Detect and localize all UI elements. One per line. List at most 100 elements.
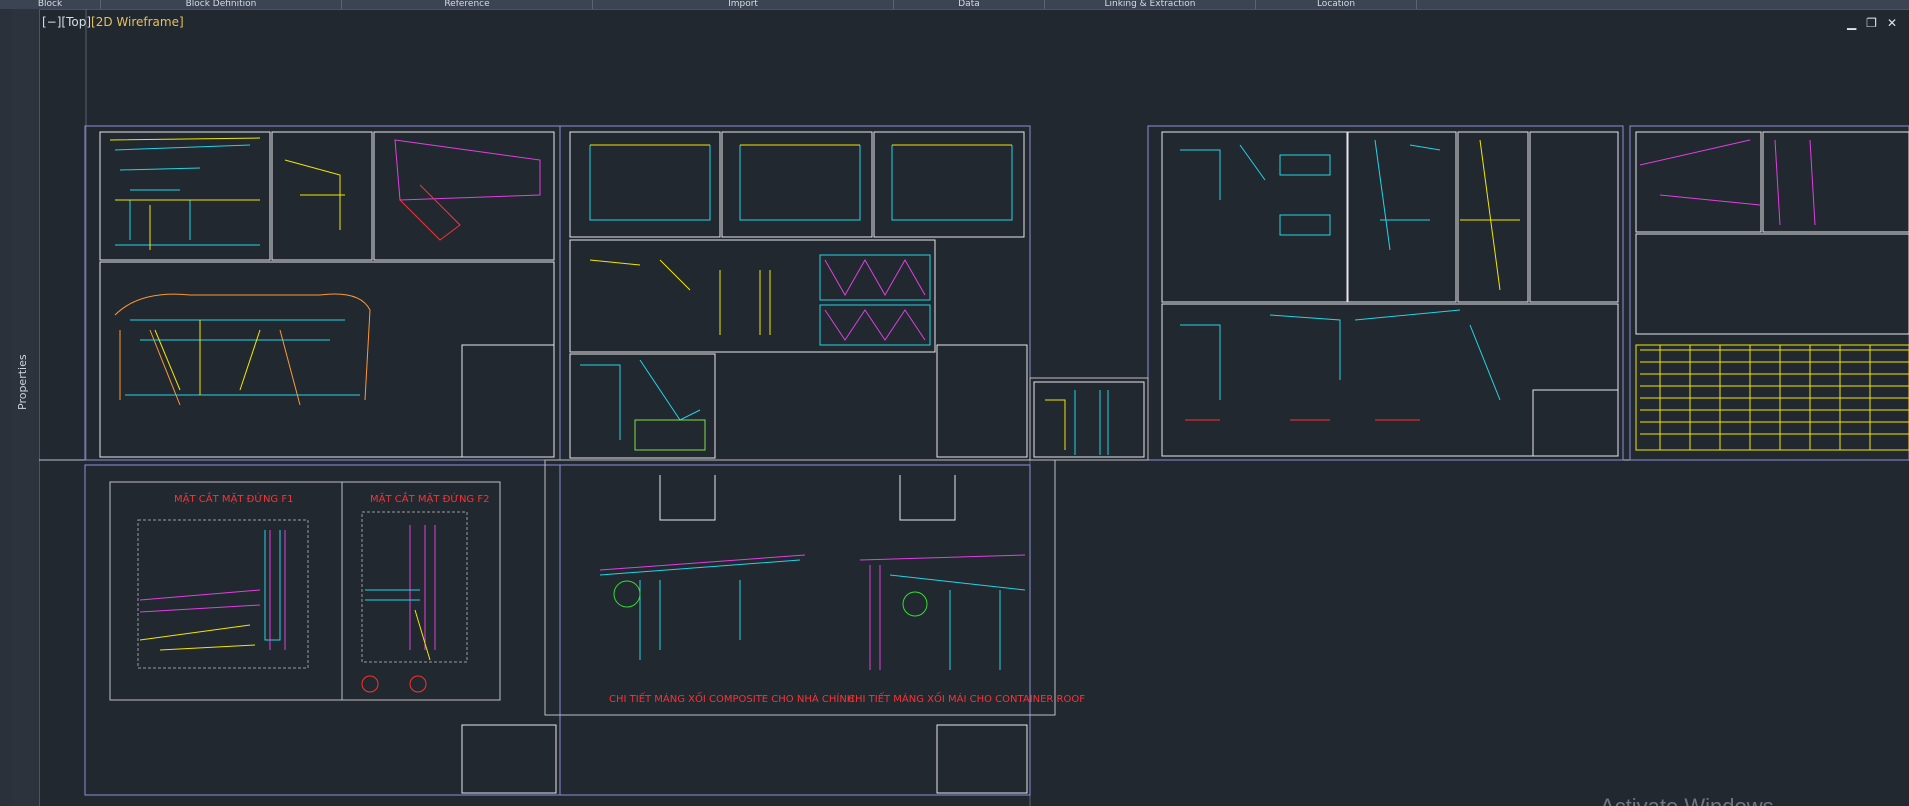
sheet-frame — [84, 464, 561, 796]
sheet-frame — [1029, 377, 1149, 461]
detail-box — [721, 131, 873, 238]
drawing-linework — [125, 319, 360, 396]
gutter-container-title: CHI TIẾT MÁNG XỐI MÁI CHO CONTAINER ROOF — [848, 691, 1085, 705]
drawing-linework — [365, 589, 420, 601]
drawing-linework — [269, 530, 286, 650]
drawing-linework — [409, 525, 436, 650]
ribbon-panel-linking-extraction[interactable]: Linking & Extraction — [1045, 0, 1256, 9]
drawing-linework — [589, 259, 771, 335]
detail-box — [569, 353, 716, 459]
minimize-icon[interactable]: ▁ — [1846, 16, 1857, 30]
title-block — [1532, 389, 1619, 457]
detail-box — [1762, 131, 1909, 233]
schedule-grid — [1640, 345, 1909, 450]
sheet-frame — [1629, 125, 1909, 461]
drawing-linework — [264, 530, 281, 641]
ribbon-panel-label: Reference — [444, 0, 490, 9]
detail-box — [271, 131, 373, 261]
close-icon[interactable]: ✕ — [1886, 16, 1897, 30]
drawing-linework — [589, 145, 1013, 221]
viewport-controls[interactable]: [−][Top][2D Wireframe] — [42, 15, 184, 29]
ribbon-panel-label: Block — [37, 0, 63, 9]
gutter-composite-title: CHI TIẾT MÁNG XỐI COMPOSITE CHO NHÀ CHÍN… — [609, 691, 854, 705]
detail-box — [1635, 233, 1909, 335]
drawing-linework — [399, 184, 461, 241]
drawing-linework — [109, 137, 261, 250]
drawing-linework — [1180, 309, 1501, 401]
detail-box — [99, 131, 271, 261]
detail-box — [1161, 131, 1348, 303]
drawing-linework — [824, 258, 926, 341]
ribbon-panel-label: Block Definition — [185, 0, 257, 9]
detail-box — [373, 131, 555, 261]
detail-box — [569, 131, 721, 238]
detail-box — [1529, 131, 1619, 303]
ribbon-panel-label: Import — [728, 0, 758, 9]
drawing-linework — [1639, 139, 1816, 226]
viewport-view-control[interactable]: [−][Top] — [42, 15, 92, 29]
drawing-linework — [1074, 390, 1109, 455]
ribbon-panel-label: Linking & Extraction — [1104, 0, 1196, 9]
title-block — [936, 724, 1028, 794]
detail-box — [137, 519, 309, 669]
sheet-frame — [1147, 125, 1624, 461]
ribbon-panel-label: Location — [1316, 0, 1356, 9]
detail-marker — [409, 675, 427, 693]
viewport-window-buttons: ▁ ❐ ✕ — [1847, 16, 1897, 30]
drawing-linework — [284, 159, 345, 230]
schedule-table — [1635, 344, 1909, 451]
detail-box — [1457, 131, 1529, 303]
title-block — [461, 724, 557, 794]
ribbon-panel-reference[interactable]: Reference — [342, 0, 593, 9]
properties-palette[interactable] — [12, 9, 40, 806]
section-f2-title: MẶT CẮT MẶT ĐỨNG F2 — [370, 491, 489, 505]
drawing-linework — [139, 624, 256, 651]
detail-box — [569, 239, 936, 353]
ribbon-panel-strip: Block Block Definition Reference Import … — [0, 0, 1909, 10]
drawing-linework — [1180, 144, 1331, 236]
drawing-linework — [1460, 139, 1520, 291]
gutter-pipe-symbol — [613, 580, 641, 608]
detail-marker — [361, 675, 379, 693]
title-block — [461, 344, 555, 458]
drawing-linework — [114, 293, 371, 406]
drawing-linework — [819, 254, 931, 346]
detail-box — [1033, 381, 1145, 458]
sheet-frame — [84, 125, 561, 461]
section-f1-title: MẶT CẮT MẶT ĐỨNG F1 — [174, 491, 293, 505]
detail-box — [1635, 131, 1762, 233]
sheet-frame — [559, 464, 1031, 796]
detail-box — [109, 481, 501, 701]
drawing-linework — [599, 559, 801, 660]
drawing-linework — [414, 609, 431, 661]
drawing-linework — [889, 574, 1026, 670]
drawing-linework — [599, 554, 1026, 670]
drawing-linework — [1374, 139, 1441, 251]
detail-box — [1347, 131, 1457, 303]
ribbon-panel-block[interactable]: Block — [0, 0, 101, 9]
detail-box — [99, 261, 555, 458]
detail-box — [1161, 303, 1619, 457]
ribbon-panel-label: Data — [958, 0, 980, 9]
detail-box — [361, 511, 468, 663]
gutter-pipe-symbol — [902, 591, 928, 617]
drawing-linework — [114, 144, 260, 246]
visual-style-control[interactable]: [2D Wireframe] — [91, 15, 184, 29]
drawing-linework — [1045, 399, 1066, 450]
drawing-linework — [139, 589, 261, 613]
ribbon-panel-import[interactable]: Import — [593, 0, 894, 9]
drawing-linework — [580, 359, 701, 440]
restore-icon[interactable]: ❐ — [1866, 16, 1877, 30]
drawing-linework — [394, 139, 541, 201]
sheet-frame — [559, 125, 1031, 461]
detail-box — [873, 131, 1025, 238]
ribbon-panel-data[interactable]: Data — [894, 0, 1045, 9]
schedule-table — [634, 419, 706, 451]
title-block — [936, 344, 1028, 458]
ribbon-panel-block-definition[interactable]: Block Definition — [101, 0, 342, 9]
activation-watermark: Activate Windows — [1600, 794, 1774, 806]
drawing-linework — [154, 320, 261, 395]
ribbon-panel-location[interactable]: Location — [1256, 0, 1417, 9]
drawing-linework — [659, 475, 956, 521]
